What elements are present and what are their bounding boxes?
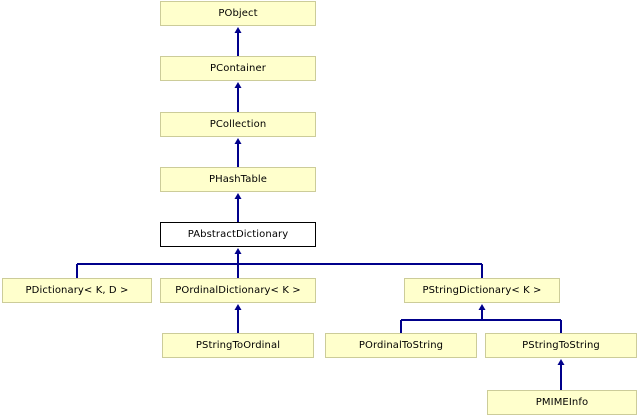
class-node-pdictionary[interactable]: PDictionary< K, D >: [2, 278, 152, 303]
class-node-pmimeinfo[interactable]: PMIMEInfo: [487, 390, 637, 415]
class-node-label: PStringToOrdinal: [195, 340, 281, 351]
class-node-label: POrdinalToString: [358, 340, 444, 351]
class-node-label: PObject: [218, 8, 258, 19]
class-node-label: PStringDictionary< K >: [422, 285, 542, 296]
class-node-label: PStringToString: [522, 340, 600, 351]
class-node-label: PHashTable: [208, 174, 268, 185]
class-node-pobject[interactable]: PObject: [160, 1, 316, 26]
class-node-label: POrdinalDictionary< K >: [175, 285, 301, 296]
inheritance-arrowhead: [478, 304, 486, 310]
class-node-label: PMIMEInfo: [535, 397, 589, 408]
class-node-label: PContainer: [210, 63, 266, 74]
class-node-pabstractdictionary[interactable]: PAbstractDictionary: [160, 222, 316, 247]
class-node-label: PDictionary< K, D >: [25, 285, 129, 296]
inheritance-arrowhead: [234, 248, 242, 254]
class-node-pcollection[interactable]: PCollection: [160, 112, 316, 137]
class-node-pordinaldictionary[interactable]: POrdinalDictionary< K >: [160, 278, 316, 303]
inheritance-arrowhead: [234, 304, 242, 310]
inheritance-arrowhead: [557, 359, 565, 365]
inheritance-arrowhead: [234, 138, 242, 144]
class-node-pcontainer[interactable]: PContainer: [160, 56, 316, 81]
class-node-label: PCollection: [209, 119, 267, 130]
inheritance-arrowhead: [234, 27, 242, 33]
class-node-phashtable[interactable]: PHashTable: [160, 167, 316, 192]
inheritance-arrowhead: [234, 193, 242, 199]
class-node-pstringdictionary[interactable]: PStringDictionary< K >: [404, 278, 560, 303]
inheritance-arrowhead: [234, 82, 242, 88]
class-node-label: PAbstractDictionary: [187, 229, 289, 240]
class-node-pordinaltostring[interactable]: POrdinalToString: [325, 333, 477, 358]
class-node-pstringtostring[interactable]: PStringToString: [485, 333, 637, 358]
class-node-pstringtoordinal[interactable]: PStringToOrdinal: [162, 333, 314, 358]
